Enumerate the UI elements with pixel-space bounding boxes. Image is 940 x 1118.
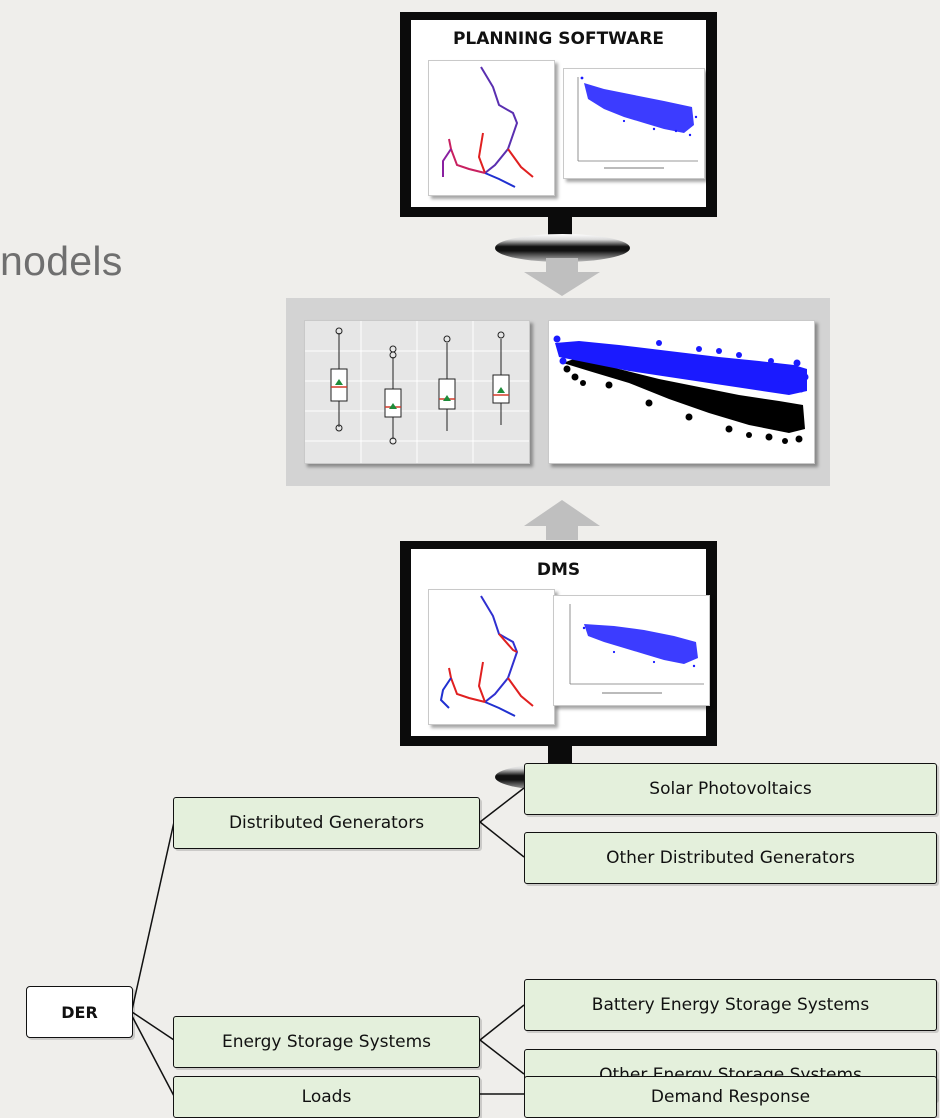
tree-node-loads: Loads (173, 1076, 480, 1118)
slide-title-fragment: nodels (0, 238, 123, 284)
boxplot-panel (304, 320, 530, 464)
dms-monitor-screen: DMS (411, 549, 710, 736)
box-2 (384, 345, 402, 445)
dms-scatter-plot (553, 595, 710, 706)
planning-monitor-neck (548, 217, 572, 237)
dms-feeder-map (428, 589, 555, 725)
feeder-map-drawing (442, 66, 534, 188)
tree-node-distributed-generators: Distributed Generators (173, 797, 480, 849)
box-1 (330, 327, 348, 432)
boxplot-drawing (305, 321, 529, 463)
planning-scatter-drawing (577, 76, 698, 169)
tree-node-demand-response: Demand Response (524, 1076, 937, 1118)
tree-node-other-distributed-generators: Other Distributed Generators (524, 832, 937, 884)
dms-monitor-title: DMS (536, 560, 581, 580)
comparison-scatter-panel (548, 320, 815, 464)
dms-feeder-map-drawing (439, 595, 534, 717)
planning-monitor-screen: PLANNING SOFTWARE (411, 20, 706, 207)
down-arrow (524, 258, 600, 296)
box-4 (492, 331, 510, 425)
dms-monitor: DMS (400, 541, 717, 746)
box-3 (438, 335, 456, 431)
planning-feeder-map (428, 60, 555, 196)
comparison-frame (286, 298, 830, 486)
planning-scatter-plot (563, 68, 705, 179)
tree-node-der: DER (26, 986, 133, 1038)
comparison-scatter-drawing (553, 335, 809, 444)
tree-node-energy-storage-systems: Energy Storage Systems (173, 1016, 480, 1068)
planning-monitor-base (495, 234, 630, 262)
dms-monitor-neck (548, 746, 572, 766)
tree-node-battery-energy-storage-systems: Battery Energy Storage Systems (524, 979, 937, 1031)
planning-monitor-title: PLANNING SOFTWARE (452, 29, 665, 49)
planning-monitor: PLANNING SOFTWARE (400, 12, 717, 217)
tree-node-solar-photovoltaics: Solar Photovoltaics (524, 763, 937, 815)
dms-scatter-drawing (569, 604, 704, 694)
up-arrow (524, 500, 600, 540)
